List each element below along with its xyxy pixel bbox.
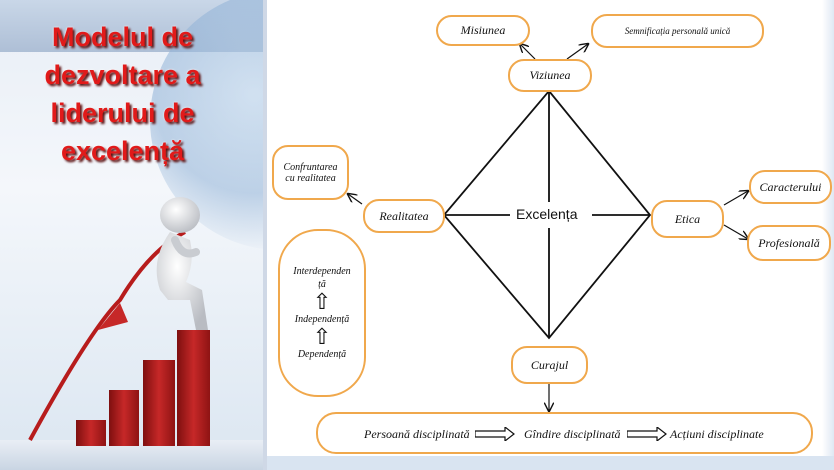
title-line-4: excelență: [60, 136, 185, 166]
node-semnificatia: Semnificația personală unică: [591, 14, 764, 48]
node-confruntarea: Confruntarea cu realitatea: [272, 145, 349, 200]
arrow-realitatea-confruntarea: [348, 194, 363, 205]
figure-body: [156, 232, 208, 330]
title-line-1: Modelul de: [52, 22, 193, 52]
confruntarea-label-2: cu realitatea: [285, 172, 336, 184]
realitatea-label: Realitatea: [379, 208, 429, 223]
node-viziunea: Viziunea: [508, 59, 592, 92]
slide-title: Modelul de dezvoltare a liderului de exc…: [0, 18, 245, 170]
bar-1: [76, 420, 106, 446]
arrow-viziunea-misiunea: [520, 44, 536, 60]
confruntarea-label-1: Confruntarea: [283, 161, 338, 173]
node-profesionala: Profesională: [747, 225, 831, 261]
figure-head: [160, 197, 200, 233]
arrow-viziunea-semnificatia: [566, 44, 588, 60]
node-etica: Etica: [651, 200, 724, 238]
bar-3: [143, 360, 175, 446]
chain-arrow-icon: [475, 427, 515, 441]
arrow-head: [98, 303, 128, 330]
left-panel: Modelul de dezvoltare a liderului de exc…: [0, 0, 263, 470]
arrow-etica-profesionala: [723, 224, 748, 239]
node-realitatea: Realitatea: [363, 199, 445, 233]
node-discipline-chain: [316, 412, 813, 454]
climbing-figure-illustration: [28, 197, 210, 446]
stack-interdependenta-2: ță: [318, 279, 326, 290]
bottom-bar: [267, 456, 834, 470]
stack-interdependenta-1: Interdependen: [293, 266, 351, 277]
bar-4: [177, 330, 210, 446]
up-arrow-icon: ⇧: [312, 289, 332, 314]
chain-gandire: Gîndire disciplinată: [524, 427, 621, 441]
title-line-3: liderului de: [50, 98, 195, 128]
figure-arm: [171, 236, 200, 258]
panel-divider: [263, 0, 267, 470]
arrow-etica-caracterului: [723, 191, 748, 206]
node-curajul: Curajul: [511, 346, 588, 384]
stack-dependenta: Dependență: [297, 349, 347, 360]
etica-label: Etica: [674, 211, 701, 226]
up-arrow-icon: ⇧: [312, 324, 332, 349]
profesionala-label: Profesională: [758, 235, 820, 250]
curajul-label: Curajul: [530, 357, 569, 372]
misiunea-label: Misiunea: [460, 23, 506, 37]
title-line-2: dezvoltare a: [44, 60, 201, 90]
viziunea-label: Viziunea: [529, 68, 571, 82]
caracterului-label: Caracterului: [759, 179, 822, 194]
stack-independenta: Independență: [294, 314, 350, 325]
node-caracterului: Caracterului: [749, 170, 832, 204]
center-excelenta: Excelența: [516, 206, 578, 222]
chain-arrow-icon: [627, 427, 667, 441]
semnificatia-label: Semnificația personală unică: [624, 26, 731, 36]
node-misiunea: Misiunea: [436, 15, 530, 46]
bar-2: [109, 390, 139, 446]
node-development-stack: Interdependen ță ⇧ Independență ⇧ Depend…: [278, 229, 366, 397]
chain-persoana: Persoană disciplinată: [364, 427, 470, 441]
chain-actiuni: Acțiuni disciplinate: [670, 427, 764, 441]
